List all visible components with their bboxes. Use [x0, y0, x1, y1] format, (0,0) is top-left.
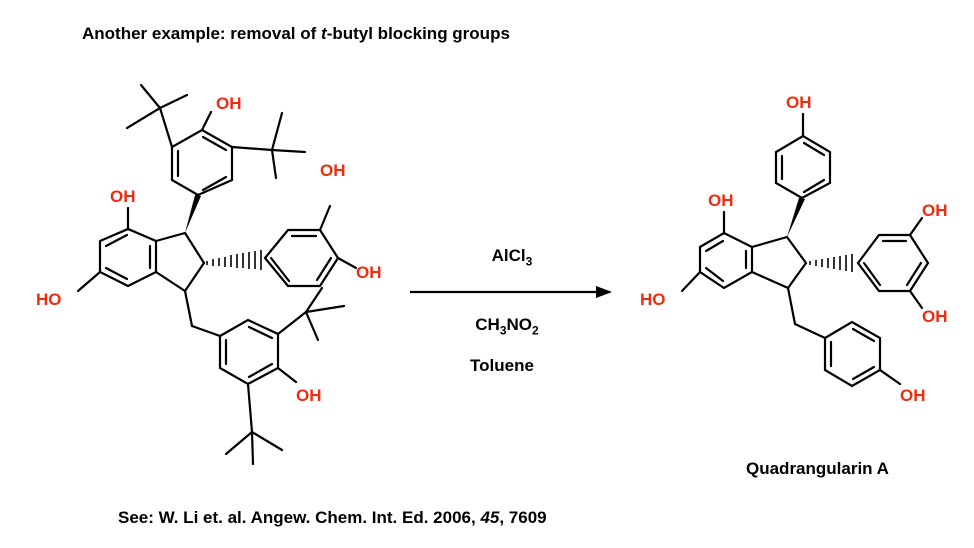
sm-oh-label-2: OH — [216, 94, 242, 113]
pr-ho-label: HO — [640, 290, 666, 309]
reagent-no: NO — [506, 315, 533, 334]
pr-wedge-bond — [787, 198, 805, 237]
reagent-no-sub: 2 — [532, 323, 539, 338]
pr-hash-bond — [809, 254, 853, 272]
sm-ho-label: HO — [36, 290, 62, 309]
pr-five-ring — [750, 235, 808, 290]
sm-oh-label-4: OH — [356, 263, 382, 282]
product-name: Quadrangularin A — [746, 459, 889, 478]
sm-top-aryl — [125, 83, 307, 197]
sm-oh-label-3: OH — [320, 161, 346, 180]
reference-prefix: See: W. Li et. al. Angew. Chem. Int. Ed.… — [118, 508, 481, 527]
pr-top-phenol — [774, 112, 832, 200]
reagent-solvent-1: CH3NO2 — [407, 315, 607, 337]
title-italic: t — [321, 24, 327, 43]
title-suffix: -butyl blocking groups — [326, 24, 510, 43]
reagent-alcl-sub: 3 — [525, 254, 533, 269]
sm-oh-label-5: OH — [296, 386, 322, 405]
reagent-ch-sub: 3 — [499, 323, 507, 338]
product-structure: OH HO OH — [640, 93, 948, 405]
title-prefix: Another example: removal of — [82, 24, 322, 43]
reagent-solvent-2: Toluene — [470, 356, 534, 375]
pr-oh-label-3: OH — [922, 201, 948, 220]
pr-oh-label-4: OH — [922, 307, 948, 326]
sm-hash-bond — [206, 250, 262, 270]
sm-resorcinol — [263, 204, 358, 288]
starting-material: OH HO OH — [36, 83, 382, 466]
sm-bottom-aryl — [218, 286, 346, 466]
reagent-alcl: AlCl — [491, 246, 526, 265]
reagent-above-arrow: AlCl3 — [412, 246, 612, 268]
pr-oh-label-2: OH — [786, 93, 812, 112]
sm-oh-label-1: OH — [110, 187, 136, 206]
reagent-ch: CH — [475, 315, 500, 334]
reference-suffix: , 7609 — [499, 508, 547, 527]
sm-wedge-bond — [185, 195, 201, 233]
pr-oh-label-1: OH — [708, 191, 734, 210]
sm-five-ring — [154, 231, 206, 293]
reference: See: W. Li et. al. Angew. Chem. Int. Ed.… — [118, 508, 547, 528]
pr-oh-label-5: OH — [900, 386, 926, 405]
sm-benzo-ring — [98, 227, 158, 288]
reference-volume: 45 — [480, 508, 500, 527]
page-title: Another example: removal of t-butyl bloc… — [82, 24, 510, 44]
pr-benzo-ring — [698, 231, 754, 290]
pr-bottom-phenol — [823, 320, 902, 388]
pr-resorcinol — [856, 216, 930, 310]
